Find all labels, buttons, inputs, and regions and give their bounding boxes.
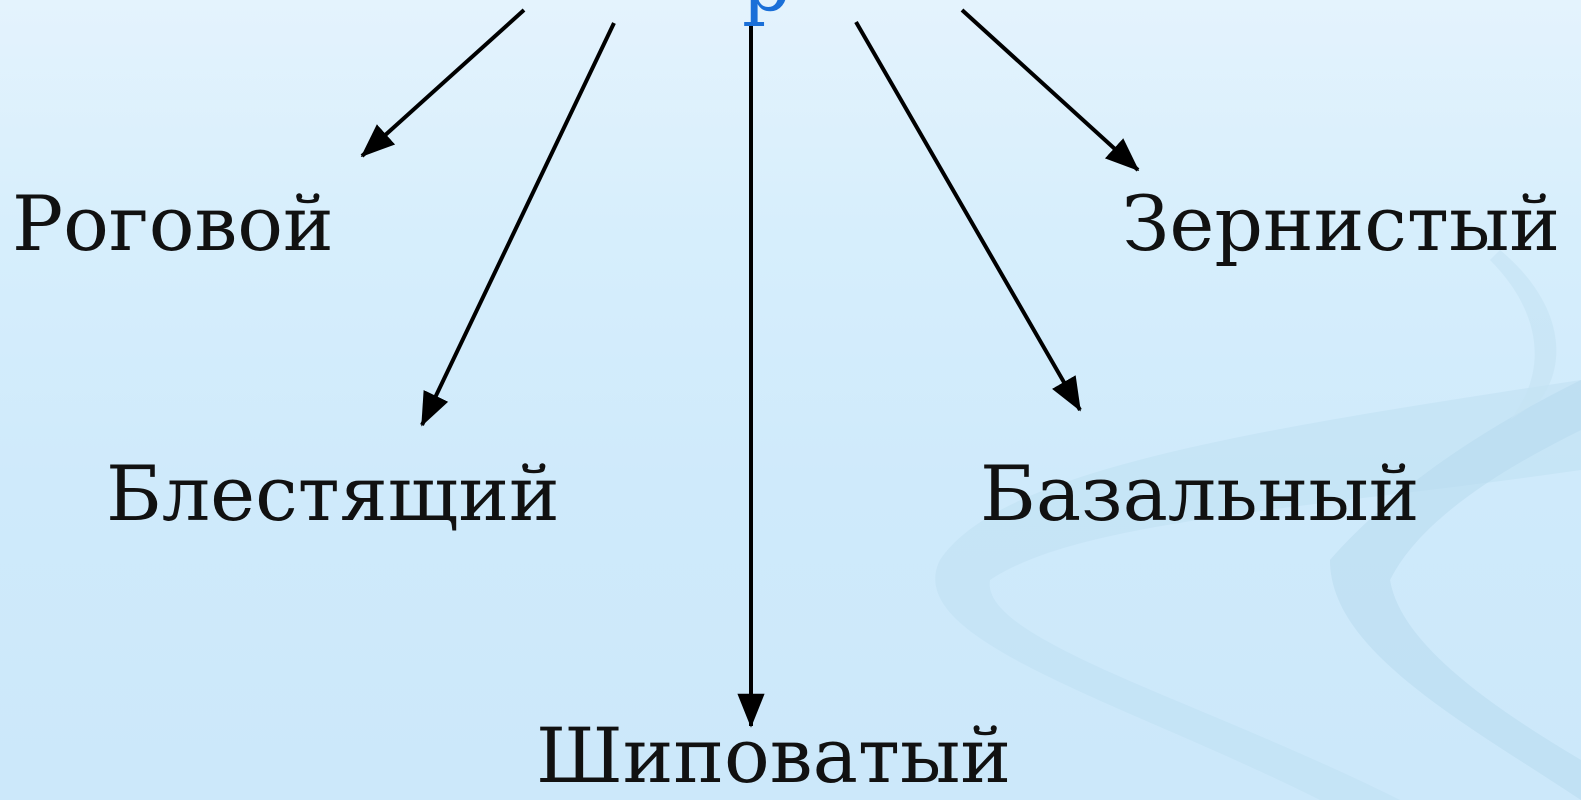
- layer-label-zernisty: Зернистый: [1122, 179, 1561, 268]
- layer-label-bazalny: Базальный: [980, 449, 1420, 538]
- layer-label-rogovoy: Роговой: [12, 179, 334, 268]
- layer-label-blestyashchy: Блестящий: [106, 449, 560, 538]
- layer-label-shipovaty: Шиповатый: [536, 711, 1012, 800]
- arrow-to-zernisty: [960, 8, 1140, 172]
- arrow-to-blestyashchy: [420, 22, 616, 427]
- arrow-to-bazalny: [854, 21, 1082, 412]
- arrow-to-rogovoy: [360, 8, 526, 158]
- diagram-title-fragment: р: [742, 0, 791, 22]
